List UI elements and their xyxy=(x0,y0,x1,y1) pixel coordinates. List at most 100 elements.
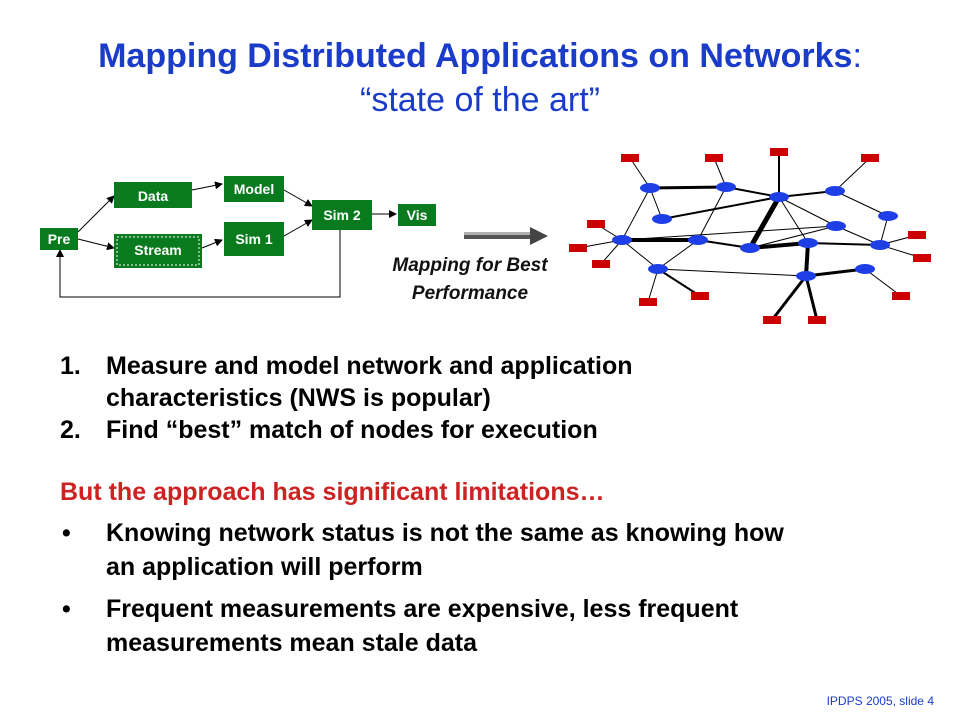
network-link xyxy=(778,196,809,244)
network-link xyxy=(749,225,837,249)
host-link xyxy=(657,268,701,297)
box-sim2-label: Sim 2 xyxy=(323,207,361,223)
box-model-label: Model xyxy=(234,181,274,197)
box-vis: Vis xyxy=(398,204,436,226)
box-data: Data xyxy=(114,182,192,208)
router-node xyxy=(769,192,789,202)
box-sim2-rect xyxy=(312,200,372,230)
arrow-head xyxy=(530,227,548,245)
host-link xyxy=(647,268,659,303)
edge-pre-stream xyxy=(77,238,115,251)
host-link xyxy=(864,268,902,297)
host-node xyxy=(861,154,879,162)
router-node xyxy=(878,211,898,221)
host-node xyxy=(892,292,910,300)
host-node xyxy=(908,231,926,239)
limitation-item-1: • Knowing network status is not the same… xyxy=(60,516,920,584)
network-link xyxy=(661,196,780,220)
host-link xyxy=(770,275,808,321)
network-link xyxy=(747,195,782,250)
limitation-1-line-2: an application will perform xyxy=(106,553,423,581)
title-colon: : xyxy=(852,37,862,75)
step-1-line-1: Measure and model network and applicatio… xyxy=(106,352,633,380)
host-node xyxy=(592,260,610,268)
host-node xyxy=(621,154,639,162)
workflow-diagram: Pre Data Stream Model Sim 1 Sim 2 Vis xyxy=(40,176,436,298)
limitation-item-2: • Frequent measurements are expensive, l… xyxy=(60,592,920,660)
box-sim1: Sim 1 xyxy=(224,222,284,256)
router-node xyxy=(796,271,816,281)
steps-list: 1. Measure and model network and applica… xyxy=(60,350,920,446)
box-stream: Stream xyxy=(114,234,202,268)
network-link xyxy=(805,267,866,278)
network-link xyxy=(657,268,807,277)
step-2-line-1: Find “best” match of nodes for execution xyxy=(106,416,598,444)
arrow-shaft-light xyxy=(464,232,532,235)
box-stream-rect xyxy=(114,234,202,268)
network-link xyxy=(649,185,727,190)
step-1-line-2: characteristics (NWS is popular) xyxy=(106,384,491,412)
edge-sim1-sim2 xyxy=(283,219,313,237)
edge-feedback-loop xyxy=(56,228,341,298)
host-node xyxy=(639,298,657,306)
router-node xyxy=(740,243,760,253)
arrow-shaft-dark xyxy=(464,235,532,239)
bullet-2: • xyxy=(62,595,71,623)
title-line-1: Mapping Distributed Applications on Netw… xyxy=(0,34,960,78)
router-node xyxy=(798,238,818,248)
host-link xyxy=(629,157,651,189)
box-stream-stack-edge xyxy=(116,236,200,266)
box-model: Model xyxy=(224,176,284,202)
network-link xyxy=(807,242,881,246)
router-node xyxy=(652,214,672,224)
host-node xyxy=(913,254,931,262)
router-node xyxy=(870,240,890,250)
bullet-1: • xyxy=(62,519,71,547)
host-node xyxy=(705,154,723,162)
router-node xyxy=(825,186,845,196)
edge-model-sim2 xyxy=(283,189,313,207)
router-node xyxy=(640,183,660,193)
slide-footer: IPDPS 2005, slide 4 xyxy=(826,694,934,708)
limitations-heading: But the approach has significant limitat… xyxy=(60,478,605,506)
mapping-caption: Mapping for Best Performance xyxy=(360,252,580,308)
mapping-caption-line-1: Mapping for Best xyxy=(392,255,548,276)
limitation-1-line-1: Knowing network status is not the same a… xyxy=(106,519,784,547)
host-link xyxy=(834,157,871,192)
edge-stream-sim1 xyxy=(201,238,223,249)
box-sim2: Sim 2 xyxy=(312,200,372,230)
box-model-rect xyxy=(224,176,284,202)
limitations-list: • Knowing network status is not the same… xyxy=(60,516,920,668)
step-item-2: 2. Find “best” match of nodes for execut… xyxy=(60,414,920,446)
limitation-2-line-2: measurements mean stale data xyxy=(106,629,478,657)
mapping-arrow xyxy=(464,227,548,245)
edge-pre-data xyxy=(77,195,115,233)
router-node xyxy=(855,264,875,274)
network-link xyxy=(649,187,663,220)
step-item-1: 1. Measure and model network and applica… xyxy=(60,350,920,414)
network-link xyxy=(804,242,810,277)
router-node xyxy=(648,264,668,274)
router-node xyxy=(716,182,736,192)
box-pre-label: Pre xyxy=(48,231,71,247)
host-node xyxy=(808,316,826,324)
step-number-2: 2. xyxy=(60,416,81,444)
box-sim1-rect xyxy=(224,222,284,256)
title-main: Mapping Distributed Applications on Netw… xyxy=(98,37,853,75)
box-stream-label: Stream xyxy=(134,242,181,258)
box-data-rect xyxy=(114,182,192,208)
box-pre: Pre xyxy=(40,228,78,250)
network-diagram xyxy=(569,148,931,324)
box-vis-label: Vis xyxy=(407,207,428,223)
network-link xyxy=(697,186,727,241)
edge-data-model xyxy=(191,181,223,191)
limitation-2-line-1: Frequent measurements are expensive, les… xyxy=(106,595,739,623)
box-vis-rect xyxy=(398,204,436,226)
host-node xyxy=(569,244,587,252)
box-sim1-label: Sim 1 xyxy=(235,231,273,247)
mapping-caption-line-2: Performance xyxy=(411,283,529,304)
network-link xyxy=(778,196,837,227)
host-link xyxy=(804,275,819,321)
router-node xyxy=(688,235,708,245)
title-line-2: “state of the art” xyxy=(360,81,600,119)
